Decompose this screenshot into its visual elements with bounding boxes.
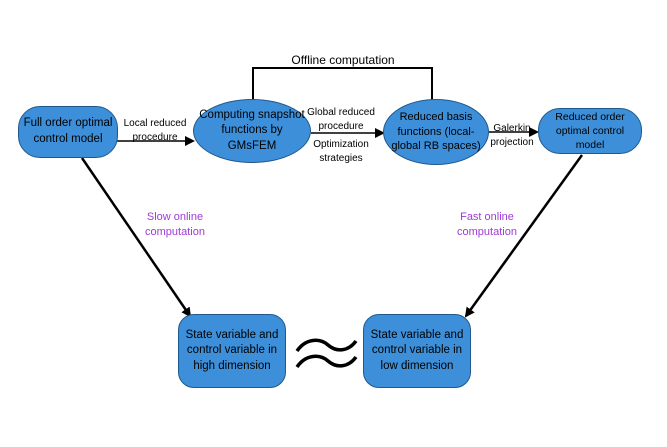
optimization-strategies-label: Optimization strategies (313, 139, 369, 164)
snapshot-functions-node: Computing snapshot functions by GMsFEM (193, 99, 311, 163)
high-dimension-node: State variable and control variable in h… (178, 314, 286, 388)
arrow-reduced-order-to-low-dim (464, 154, 584, 318)
approx-equal-icon (295, 338, 358, 369)
offline-bracket (252, 67, 433, 101)
arrow-full-to-high-dim (80, 157, 192, 318)
global-reduced-label: Global reduced procedure (307, 107, 375, 132)
fast-online-label: Fast online computation (457, 211, 517, 238)
slow-online-label: Slow online computation (145, 211, 205, 238)
low-dimension-node: State variable and control variable in l… (363, 314, 471, 388)
local-reduced-label: Local reduced procedure (123, 118, 187, 143)
galerkin-projection-label: Galerkin projection (490, 123, 534, 148)
full-order-model-node: Full order optimal control model (18, 106, 118, 158)
reduced-basis-node: Reduced basis functions (local- global R… (383, 99, 489, 165)
offline-computation-label: Offline computation (291, 53, 395, 67)
reduced-order-model-node: Reduced order optimal control model (538, 108, 642, 154)
